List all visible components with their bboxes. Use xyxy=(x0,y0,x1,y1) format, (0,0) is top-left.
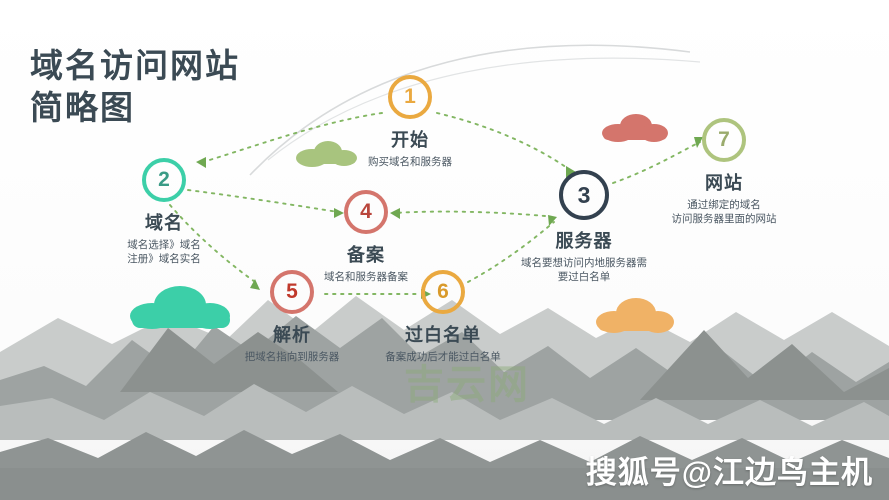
step-number-4: 4 xyxy=(360,200,372,223)
cloud-green-small xyxy=(296,141,357,167)
cloud-orange xyxy=(596,298,674,333)
node-desc-2: 域名选择》域名 注册》域名实名 xyxy=(127,239,201,265)
cloud-salmon xyxy=(602,114,668,142)
flow-node-6[interactable]: 6 过白名单 备案成功后才能过白名单 xyxy=(363,270,523,364)
node-desc-6: 备案成功后才能过白名单 xyxy=(385,351,501,363)
step-number-6: 6 xyxy=(437,280,449,303)
main-watermark: 搜狐号@江边鸟主机 xyxy=(585,455,873,490)
node-desc-5: 把域名指向到服务器 xyxy=(244,351,340,363)
step-number-badge-5: 5 xyxy=(270,270,314,314)
step-number-badge-7: 7 xyxy=(702,118,746,162)
step-number-badge-4: 4 xyxy=(344,190,388,234)
ghost-watermark: 吉云网 xyxy=(404,363,530,407)
node-desc-4: 域名和服务器备案 xyxy=(324,271,408,283)
step-number-5: 5 xyxy=(286,280,298,303)
node-desc-1: 购买域名和服务器 xyxy=(368,156,452,168)
node-title-2: 域名 xyxy=(145,213,183,233)
page-title: 域名访问网站 简略图 xyxy=(30,47,240,126)
flow-node-5[interactable]: 5 解析 把域名指向到服务器 xyxy=(212,270,372,364)
step-number-badge-1: 1 xyxy=(388,75,432,119)
step-number-1: 1 xyxy=(404,85,416,108)
node-desc-7: 通过绑定的域名 访问服务器里面的网站 xyxy=(671,199,777,225)
flow-node-3[interactable]: 3 服务器 域名要想访问内地服务器需 要过白名单 xyxy=(488,170,680,284)
node-title-7: 网站 xyxy=(705,173,743,193)
node-title-6: 过白名单 xyxy=(405,325,481,345)
flow-node-7[interactable]: 7 网站 通过绑定的域名 访问服务器里面的网站 xyxy=(644,118,804,226)
node-title-3: 服务器 xyxy=(555,231,613,251)
node-title-5: 解析 xyxy=(273,325,311,345)
node-title-1: 开始 xyxy=(391,130,429,150)
step-number-badge-2: 2 xyxy=(142,158,186,202)
flow-node-4[interactable]: 4 备案 域名和服务器备案 xyxy=(286,190,446,284)
flow-node-1[interactable]: 1 开始 购买域名和服务器 xyxy=(330,75,490,169)
step-number-3: 3 xyxy=(577,181,591,208)
step-number-badge-3: 3 xyxy=(559,170,609,220)
node-title-4: 备案 xyxy=(347,245,385,265)
cloud-mint-large xyxy=(130,286,230,329)
step-number-7: 7 xyxy=(718,128,730,151)
step-number-2: 2 xyxy=(158,168,170,191)
step-number-badge-6: 6 xyxy=(421,270,465,314)
node-desc-3: 域名要想访问内地服务器需 要过白名单 xyxy=(521,257,647,283)
flow-node-2[interactable]: 2 域名 域名选择》域名 注册》域名实名 xyxy=(84,158,244,266)
